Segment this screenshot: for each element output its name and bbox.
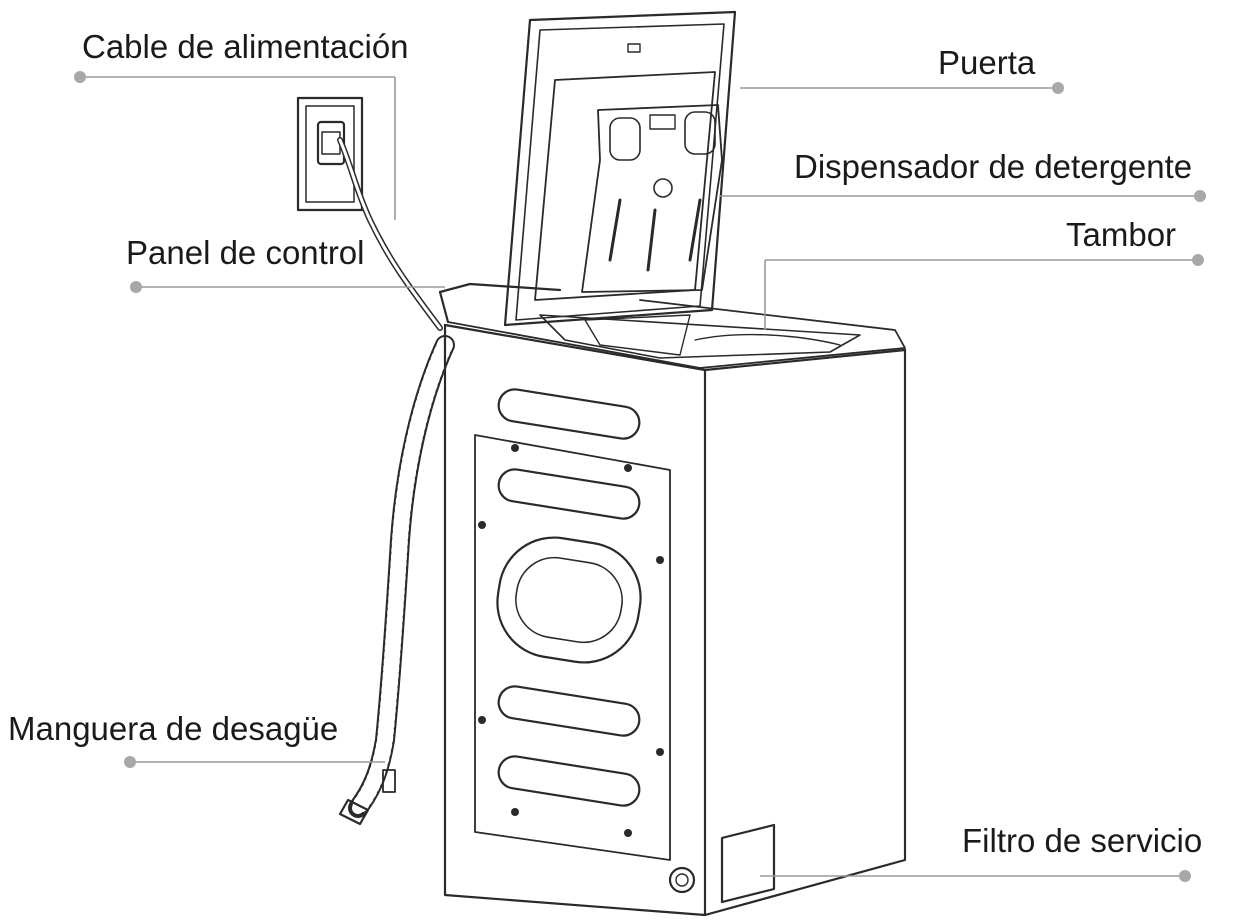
leader-dots [74,71,1206,882]
dot-power-cord [74,71,86,83]
dot-drum [1192,254,1204,266]
detergent-dispenser [581,104,723,293]
dot-detergent-dispenser [1194,190,1206,202]
wall-outlet [296,96,364,212]
drain-hose [338,335,455,826]
label-drain-hose: Manguera de desagüe [8,710,339,747]
door [503,10,737,327]
cabinet [438,282,907,917]
dot-door [1052,82,1064,94]
service-filter-cover [720,823,776,904]
dot-control-panel [130,281,142,293]
side-panel [474,388,696,894]
power-cord [337,137,443,331]
label-detergent-dispenser: Dispensador de detergente [794,148,1193,185]
dot-drain-hose [124,756,136,768]
leader-lines [80,76,1200,877]
label-service-filter: Filtro de servicio [962,822,1203,859]
label-control-panel: Panel de control [126,234,365,271]
dot-service-filter [1179,870,1191,882]
label-door: Puerta [938,44,1036,81]
label-power-cord: Cable de alimentación [82,28,409,65]
label-drum: Tambor [1066,216,1177,253]
